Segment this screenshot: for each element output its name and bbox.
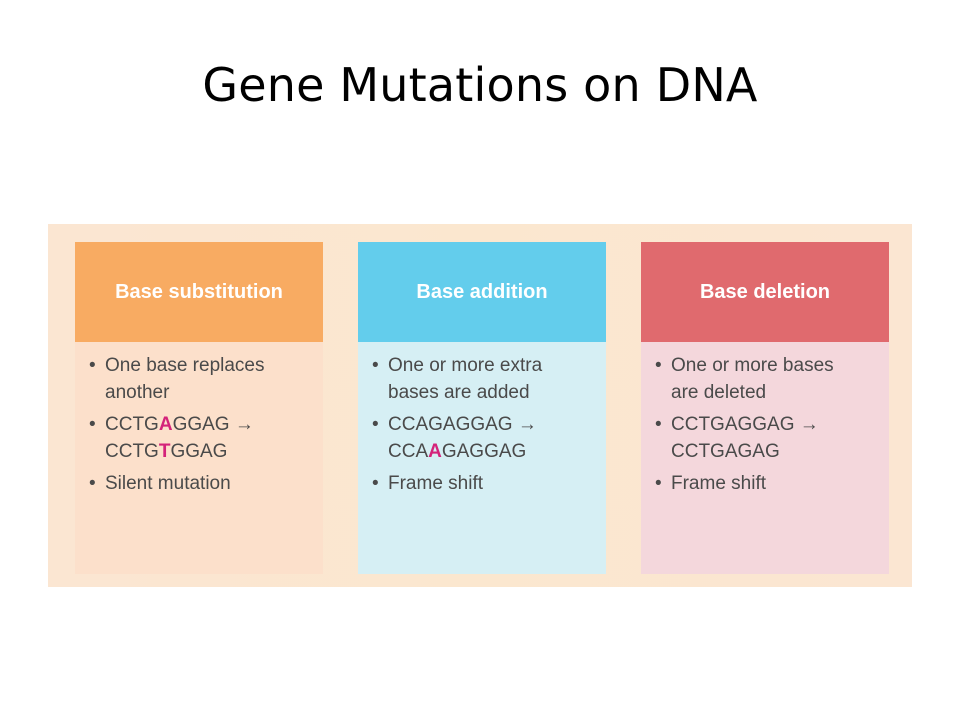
highlighted-base: A [428,441,442,462]
card-base-deletion: Base deletion One or more bases are delet… [641,242,889,574]
bullet-line: CCAAGAGGAG [388,438,598,465]
card-heading: Base addition [358,242,606,342]
bullet-line: One base replaces [105,352,315,379]
bullet-item: CCAGAGGAG → CCAAGAGGAG [372,411,598,465]
bullet-item: CCTGAGGAG →CCTGTGGAG [89,411,315,465]
text-segment: One or more bases [671,355,834,376]
bullet-line: CCTGTGGAG [105,438,315,465]
bullet-line: Silent mutation [105,470,315,497]
bullet-line: One or more extra [388,352,598,379]
card-heading: Base deletion [641,242,889,342]
bullet-line: CCAGAGGAG → [388,411,598,438]
bullet-line: Frame shift [388,470,598,497]
text-segment: Frame shift [671,473,767,494]
bullet-line: are deleted [671,379,881,406]
text-segment: One or more extra [388,355,543,376]
text-segment: CCTGAGAG [671,441,780,462]
highlighted-base: A [158,414,173,435]
bullet-item: One or more extra bases are added [372,352,598,406]
bullet-line: CCTGAGGAG → [671,411,881,438]
bullet-line: CCTGAGAG [671,438,881,465]
text-segment: GGAG → [172,414,254,435]
bullet-item: CCTGAGGAG → CCTGAGAG [655,411,881,465]
bullet-item: One base replaces another [89,352,315,406]
bullet-line: One or more bases [671,352,881,379]
bullet-line: Frame shift [671,470,881,497]
bullet-item: Frame shift [372,470,598,497]
text-segment: One base replaces [105,355,265,376]
text-segment: Silent mutation [105,473,231,494]
card-base-substitution: Base substitution One base replaces anoth… [75,242,323,574]
text-segment: another [105,382,170,403]
text-segment: GGAG [170,441,228,462]
text-segment: CCAGAGGAG → [388,414,537,435]
card-heading: Base substitution [75,242,323,342]
bullet-item: Silent mutation [89,470,315,497]
bullet-item: Frame shift [655,470,881,497]
text-segment: CCTG [105,414,159,435]
text-segment: CCTGAGGAG → [671,414,819,435]
text-segment: bases are added [388,382,530,403]
card-base-addition: Base addition One or more extra bases are… [358,242,606,574]
text-segment: are deleted [671,382,767,403]
bullet-line: CCTGAGGAG → [105,411,315,438]
card-body: One base replacesanotherCCTGAGGAG →CCTGT… [75,342,323,574]
text-segment: CCTG [105,441,159,462]
bullet-item: One or more bases are deleted [655,352,881,406]
text-segment: CCA [388,441,429,462]
highlighted-base: T [158,441,171,462]
bullet-list: One base replacesanotherCCTGAGGAG →CCTGT… [89,352,315,497]
bullet-line: bases are added [388,379,598,406]
text-segment: GAGGAG [441,441,527,462]
mutation-panel: Base substitution One base replaces anoth… [48,224,912,587]
text-segment: Frame shift [388,473,484,494]
slide-title: Gene Mutations on DNA [202,58,758,112]
bullet-line: another [105,379,315,406]
